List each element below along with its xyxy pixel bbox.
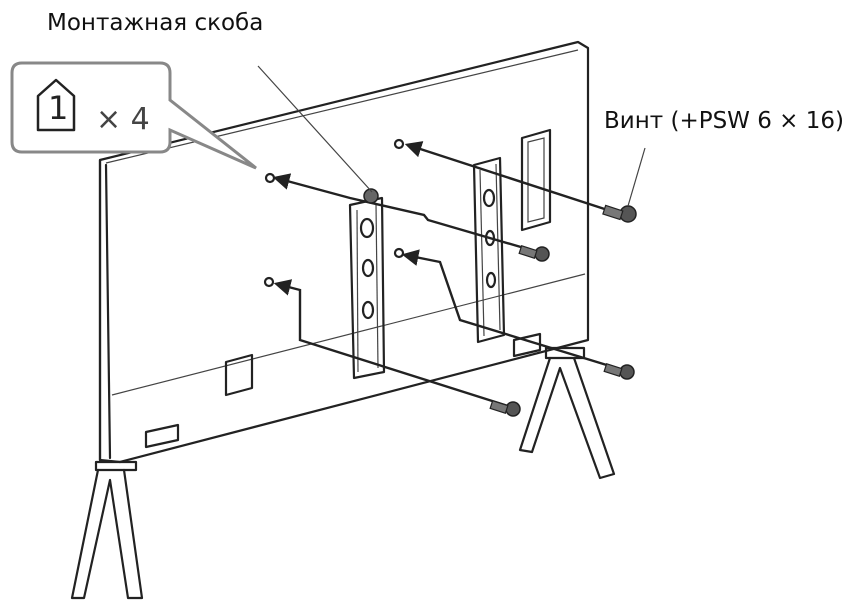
stand-left (70, 460, 144, 600)
mount-hole-icon (263, 276, 275, 288)
house-pentagon-icon (36, 78, 76, 132)
insertion-arrows (272, 141, 624, 408)
mounting-bracket-left (348, 196, 386, 380)
screw-icon (603, 362, 635, 380)
mount-hole-icon (264, 172, 276, 184)
stand-right (518, 346, 616, 480)
screw-icon (363, 188, 379, 204)
screw-icon (489, 399, 521, 417)
screw-label: Винт (+PSW 6 × 16) (604, 108, 843, 134)
mounting-bracket-right (472, 156, 506, 344)
part-number: 1 (48, 89, 69, 127)
mount-hole-icon (393, 247, 405, 259)
mount-hole-icon (393, 138, 405, 150)
screw-icon (602, 204, 637, 223)
screws (363, 188, 637, 417)
leader-lines (257, 65, 646, 207)
screw-icon (518, 244, 550, 262)
bracket-label: Монтажная скоба (47, 10, 264, 36)
quantity-callout (10, 61, 257, 170)
tv-back-panel (98, 40, 590, 464)
quantity-text: × 4 (96, 102, 150, 137)
